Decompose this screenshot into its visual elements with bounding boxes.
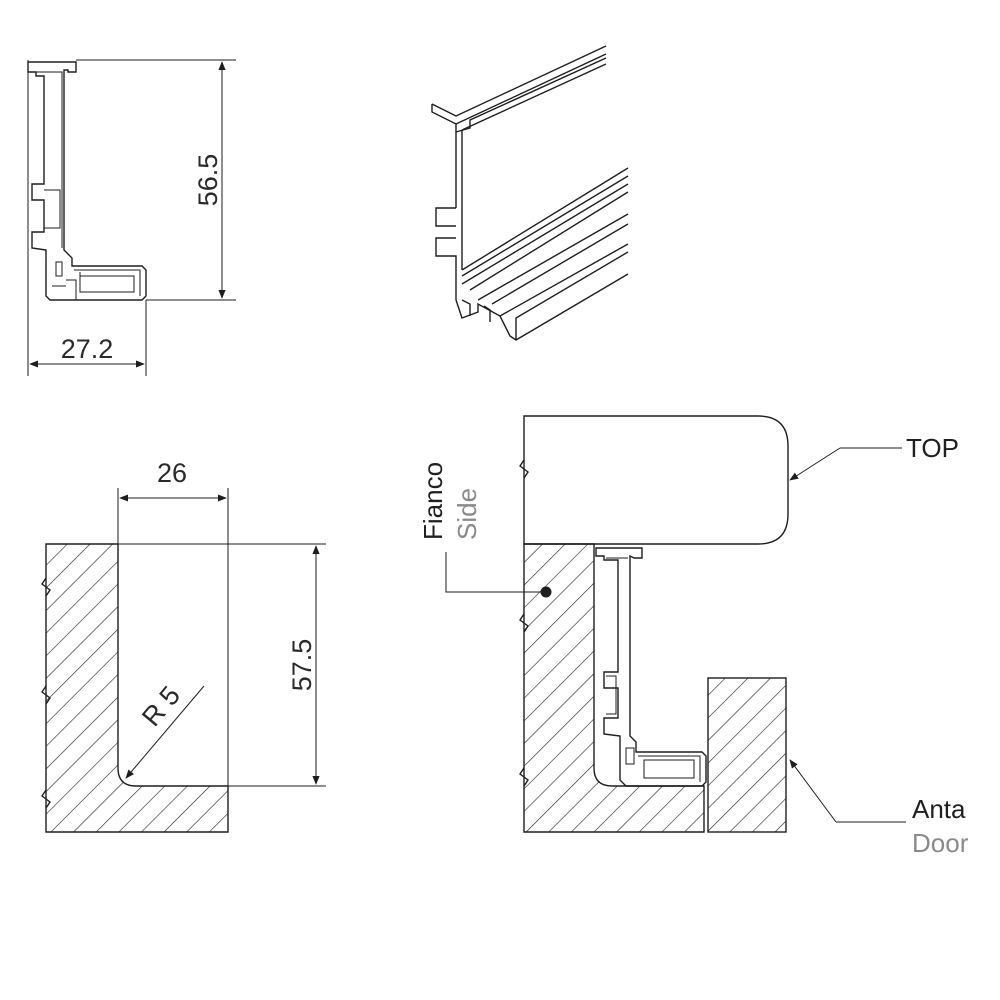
iso-flange-surfaces	[477, 213, 629, 340]
top-label: TOP	[906, 433, 959, 463]
top-leader-arrow	[789, 447, 841, 481]
door-label-en: Door	[912, 828, 969, 858]
dim-width-label: 27.2	[61, 334, 114, 364]
iso-clip-detail	[461, 299, 491, 322]
groove-section: 26 57.5 R 5	[41, 458, 326, 833]
iso-web-top	[461, 63, 607, 131]
iso-flange-front	[455, 273, 629, 341]
assembly-profile-inner	[606, 557, 701, 782]
radius-label: R 5	[136, 680, 186, 731]
profile-clip	[52, 261, 77, 300]
iso-rails	[461, 167, 629, 291]
groove-hatched-solid	[45, 543, 229, 833]
side-label-it: Fianco	[418, 462, 448, 540]
iso-cap-lip	[455, 57, 607, 133]
side-label-en: Side	[452, 488, 482, 540]
assembly-section: Fianco Side TOP Anta Door	[418, 415, 969, 858]
side-leader	[445, 552, 546, 593]
side-hatched-solid	[523, 543, 705, 833]
profile-outline	[27, 61, 147, 301]
iso-web	[435, 130, 463, 300]
dim-groove-width-label: 26	[157, 458, 187, 488]
side-break-marks	[519, 613, 529, 787]
profile-inner-wall	[36, 71, 141, 296]
door-leader-arrow	[789, 759, 837, 823]
radius-leader	[125, 685, 205, 779]
side-leader-dot	[540, 586, 552, 598]
top-panel	[523, 415, 789, 545]
profile-isometric-view	[431, 45, 629, 341]
profile-cross-section: 56.5 27.2	[27, 59, 236, 376]
door-hatched-solid	[707, 677, 787, 833]
assembly-profile	[595, 547, 707, 787]
top-break-mark	[519, 459, 529, 479]
iso-cap-front	[431, 45, 607, 117]
break-marks	[41, 577, 51, 809]
dim-groove-height-label: 57.5	[287, 639, 317, 692]
dim-height-label: 56.5	[193, 154, 223, 207]
door-label-it: Anta	[912, 794, 966, 824]
iso-cap-lower	[431, 53, 607, 125]
